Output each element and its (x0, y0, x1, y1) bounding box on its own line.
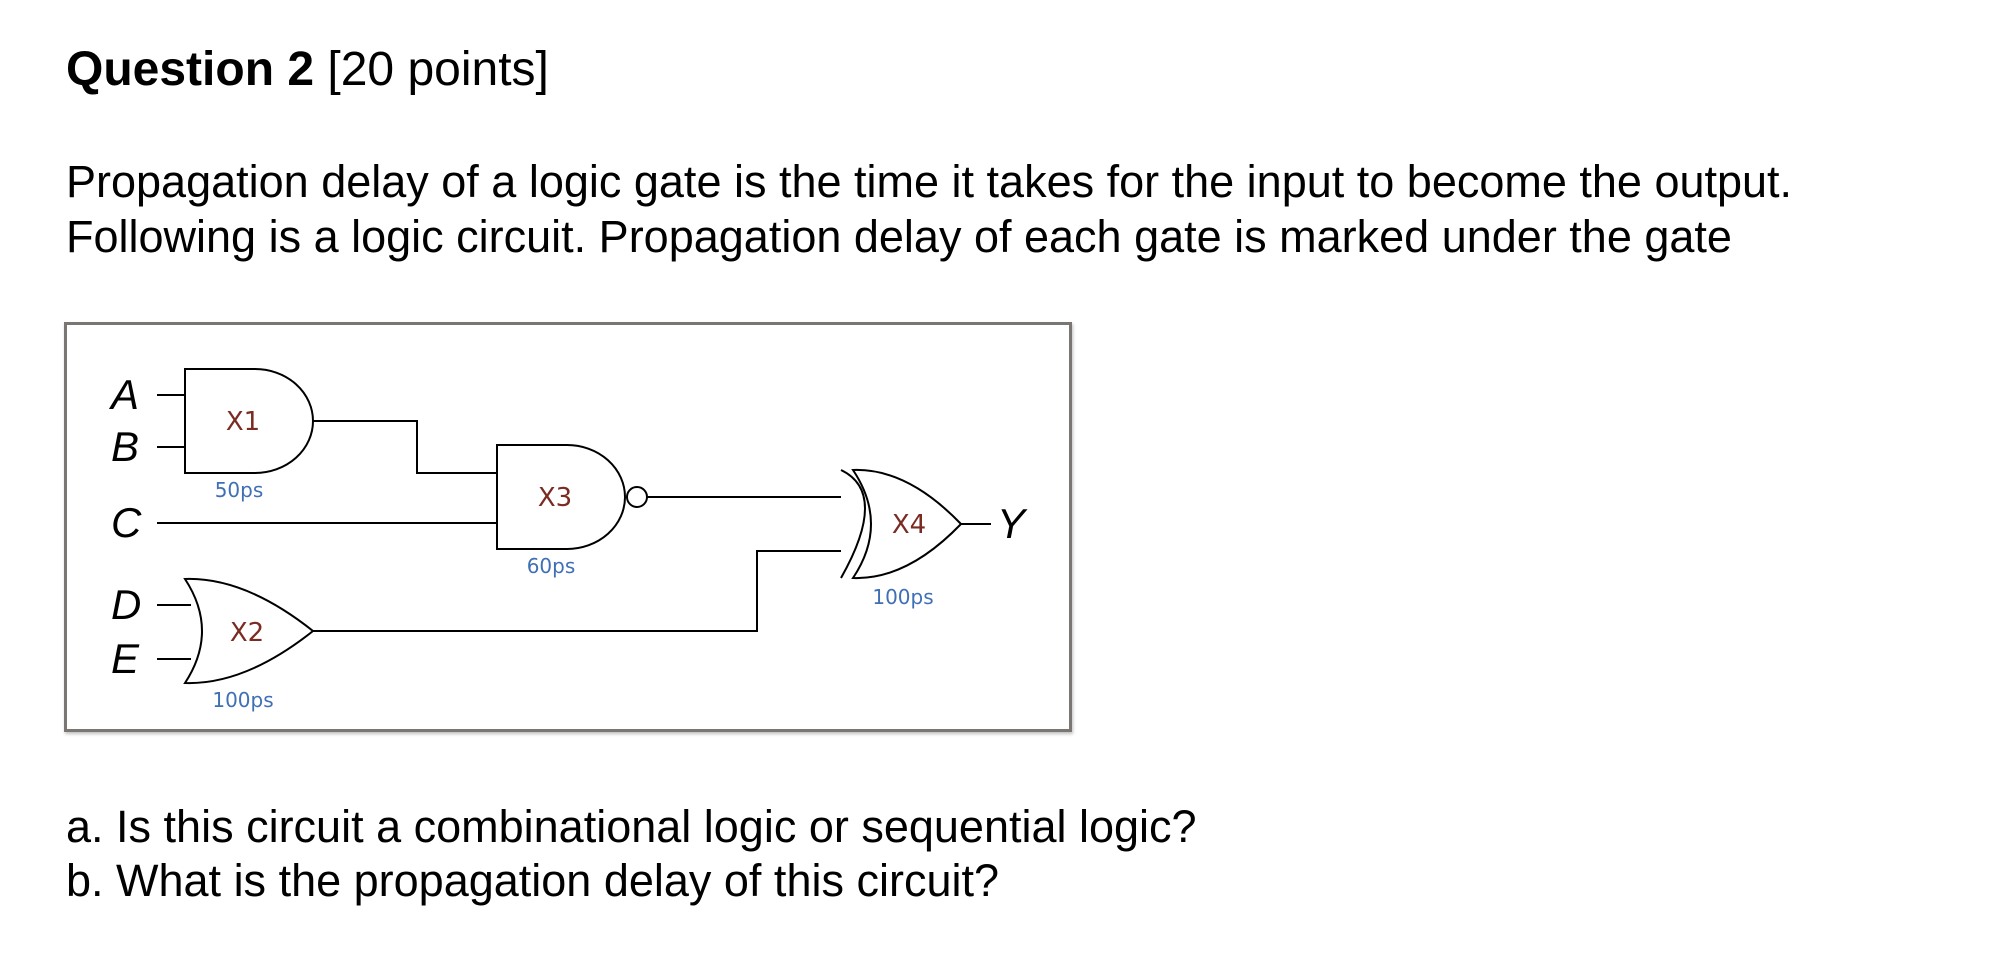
and-gate-x1 (184, 368, 314, 474)
input-label-b: B (111, 423, 139, 470)
nand-inversion-bubble (626, 486, 648, 508)
input-label-a: A (108, 371, 139, 418)
nand-gate-x3 (496, 444, 626, 550)
sub-questions: a. Is this circuit a combinational logic… (66, 800, 1197, 908)
input-label-c: C (111, 499, 142, 546)
xor-gate-x4 (851, 468, 963, 580)
question-number: Question 2 (66, 43, 315, 96)
circuit-diagram: A B C D E Y X1 X2 X3 X4 50ps 100ps 60ps … (108, 368, 1028, 712)
delay-label-x1: 50ps (215, 478, 264, 502)
question-b: b. What is the propagation delay of this… (66, 855, 1000, 906)
xor-extra-curve (840, 469, 866, 579)
intro-line-2: Following is a logic circuit. Propagatio… (66, 211, 1732, 262)
gate-label-x3: X3 (538, 483, 572, 513)
question-heading: Question 2 [20 points] (66, 40, 549, 100)
question-intro: Propagation delay of a logic gate is the… (66, 154, 1792, 264)
question-points: [20 points] (327, 43, 549, 96)
delay-label-x3: 60ps (527, 554, 576, 578)
question-a: a. Is this circuit a combinational logic… (66, 801, 1197, 852)
delay-label-x4: 100ps (872, 585, 933, 609)
wire-x1-to-x3 (313, 420, 497, 474)
or-gate-x2 (183, 577, 315, 685)
input-label-e: E (111, 635, 140, 682)
delay-label-x2: 100ps (212, 688, 273, 712)
intro-line-1: Propagation delay of a logic gate is the… (66, 156, 1793, 207)
wire-x2-to-x4 (313, 550, 853, 632)
gate-label-x2: X2 (230, 618, 264, 648)
gate-label-x1: X1 (226, 407, 260, 437)
circuit-figure: A B C D E Y X1 X2 X3 X4 50ps 100ps 60ps … (64, 322, 1072, 732)
gate-label-x4: X4 (892, 510, 926, 540)
output-label-y: Y (997, 500, 1028, 547)
input-label-d: D (111, 581, 141, 628)
